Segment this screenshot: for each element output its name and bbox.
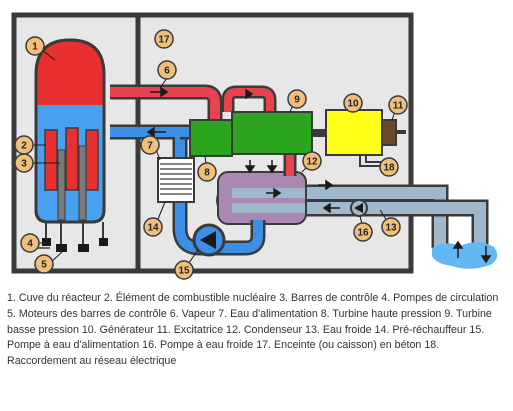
- svg-text:12: 12: [306, 157, 318, 168]
- svg-text:16: 16: [357, 228, 369, 239]
- svg-text:17: 17: [158, 35, 170, 46]
- generator: [325, 109, 383, 156]
- svg-text:5: 5: [41, 260, 47, 271]
- label-12: 12: [302, 151, 322, 171]
- label-2: 2: [14, 135, 34, 155]
- svg-text:10: 10: [347, 99, 359, 110]
- legend-caption: 1. Cuve du réacteur 2. Élément de combus…: [7, 292, 499, 368]
- label-18: 18: [379, 157, 399, 177]
- svg-text:13: 13: [385, 223, 397, 234]
- label-9: 9: [287, 89, 307, 109]
- fuel-elements: [44, 127, 99, 191]
- circulation-pumps: [37, 222, 108, 249]
- pre-heater: [157, 157, 195, 203]
- label-15: 15: [174, 260, 194, 280]
- svg-text:2: 2: [21, 141, 27, 152]
- label-bubbles: 1 17 6 9 10 11 2 3 7 8 12 18 14 16 13 4 …: [14, 29, 408, 280]
- label-4: 4: [20, 233, 40, 253]
- svg-text:6: 6: [164, 66, 170, 77]
- svg-text:11: 11: [393, 101, 404, 112]
- label-17: 17: [154, 29, 174, 49]
- power-plant-diagram: 1 17 6 9 10 11 2 3 7 8 12 18 14 16 13 4 …: [11, 12, 498, 280]
- svg-text:4: 4: [27, 239, 33, 250]
- control-rods: [57, 145, 87, 221]
- label-7: 7: [140, 135, 160, 155]
- svg-text:14: 14: [147, 223, 159, 234]
- svg-text:15: 15: [178, 266, 190, 277]
- label-8: 8: [197, 162, 217, 182]
- svg-text:18: 18: [383, 163, 395, 174]
- exciter: [381, 119, 397, 146]
- feedwater-pump: [192, 223, 226, 257]
- turbine-assembly: [189, 111, 335, 157]
- cold-water-pump: [350, 199, 368, 217]
- grid-connection: [359, 155, 382, 167]
- svg-text:7: 7: [147, 141, 153, 152]
- label-13: 13: [381, 217, 401, 237]
- label-6: 6: [157, 60, 177, 80]
- svg-text:1: 1: [32, 42, 38, 53]
- label-5: 5: [34, 254, 54, 274]
- label-10: 10: [343, 93, 363, 113]
- svg-text:8: 8: [204, 168, 210, 179]
- svg-text:3: 3: [21, 159, 27, 170]
- label-1: 1: [25, 36, 45, 56]
- label-16: 16: [353, 222, 373, 242]
- label-14: 14: [143, 217, 163, 237]
- label-3: 3: [14, 153, 34, 173]
- svg-text:9: 9: [294, 95, 300, 106]
- river-water: [432, 242, 498, 269]
- control-rod-motors: [56, 222, 89, 252]
- label-11: 11: [388, 95, 408, 115]
- flow-arrows: [146, 86, 492, 264]
